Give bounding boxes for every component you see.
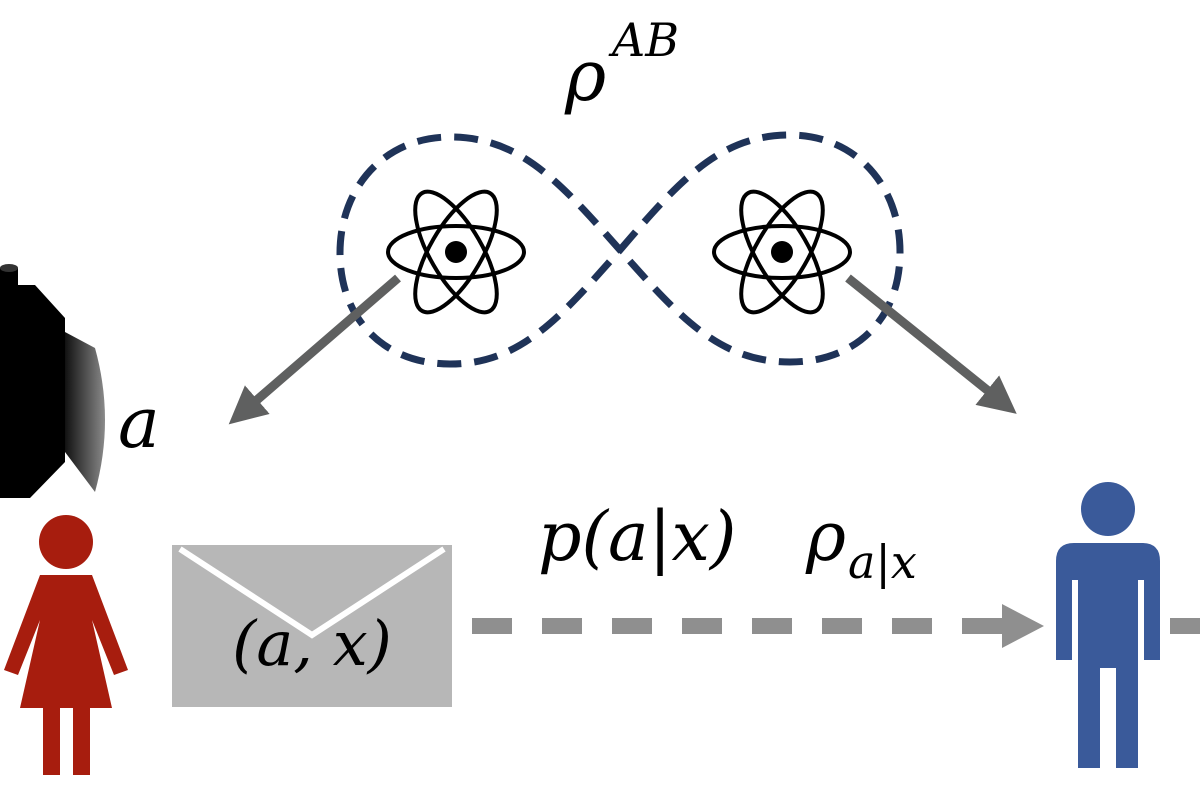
assemblage-label: p(a|x) ρ a|x [538,498,917,589]
assemblage-subscript: a|x [848,535,917,589]
outcome-label: a [118,382,160,464]
assemblage-state-symbol: ρ [805,498,846,577]
state-superscript: AB [608,13,679,67]
assemblage-probability: p(a|x) [538,498,736,577]
measurement-device-icon [0,264,105,498]
classical-channel-arrowhead [1002,604,1044,648]
state-label: ρ AB [564,13,679,117]
bob-man-icon [1056,482,1160,768]
message-envelope-icon: (a, x) [172,545,452,707]
message-label: (a, x) [232,607,392,680]
left-atom-icon [386,189,526,315]
alice-woman-icon [4,515,128,775]
right-atom-icon [712,189,852,315]
arrow-to-bob [845,274,1017,414]
entanglement-loop [336,131,904,368]
arrow-to-alice [228,274,401,425]
state-symbol: ρ [564,35,606,117]
offscreen-arrow-stub [1170,618,1200,634]
